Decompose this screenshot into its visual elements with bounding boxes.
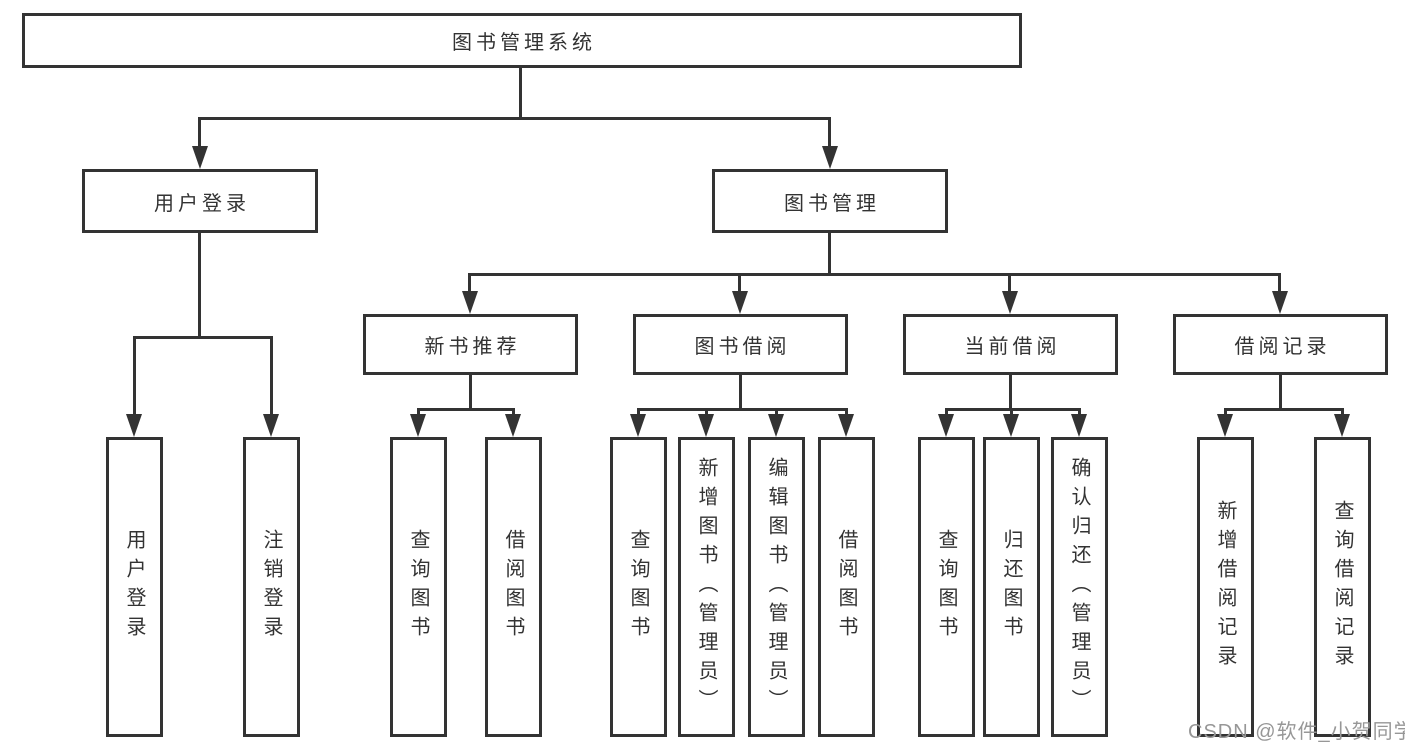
arrow-down-icon <box>1272 291 1288 314</box>
connector-line <box>198 233 201 336</box>
arrow-down-icon <box>126 414 142 437</box>
watermark: CSDN @软件_小贺同学 <box>1188 721 1405 743</box>
node-user-login: 用户登录 <box>82 169 318 233</box>
arrow-down-icon <box>1003 414 1019 437</box>
connector-line <box>775 408 778 414</box>
leaf-recommend-borrow-book: 借阅图书 <box>485 437 542 737</box>
connector-line <box>270 336 273 414</box>
leaf-return-book: 归还图书 <box>983 437 1040 737</box>
connector-line <box>133 336 273 339</box>
leaf-recommend-query-book: 查询图书 <box>390 437 447 737</box>
arrow-down-icon <box>1071 414 1087 437</box>
leaf-add-book-admin: 新增图书（管理员） <box>678 437 735 737</box>
leaf-edit-book-admin: 编辑图书（管理员） <box>748 437 805 737</box>
connector-line <box>198 117 201 147</box>
arrow-down-icon <box>410 414 426 437</box>
connector-line <box>1010 408 1013 414</box>
arrow-down-icon <box>1334 414 1350 437</box>
leaf-borrow-book: 借阅图书 <box>818 437 875 737</box>
leaf-borrow-query-book: 查询图书 <box>610 437 667 737</box>
connector-line <box>705 408 708 414</box>
connector-line <box>468 273 1281 276</box>
connector-line <box>845 408 848 414</box>
arrow-down-icon <box>822 146 838 169</box>
leaf-query-borrow-record: 查询借阅记录 <box>1314 437 1371 737</box>
connector-line <box>738 273 741 291</box>
connector-line <box>828 233 831 273</box>
connector-line <box>1008 273 1011 291</box>
node-current-borrow: 当前借阅 <box>903 314 1118 375</box>
connector-line <box>637 408 847 411</box>
connector-line <box>1224 408 1344 411</box>
arrow-down-icon <box>768 414 784 437</box>
connector-line <box>739 375 742 408</box>
connector-line <box>1224 408 1227 414</box>
leaf-current-query-book: 查询图书 <box>918 437 975 737</box>
arrow-down-icon <box>1217 414 1233 437</box>
node-borrow-records: 借阅记录 <box>1173 314 1388 375</box>
connector-line <box>1009 375 1012 408</box>
leaf-logout: 注销登录 <box>243 437 300 737</box>
node-new-book-recommend: 新书推荐 <box>363 314 578 375</box>
arrow-down-icon <box>192 146 208 169</box>
arrow-down-icon <box>630 414 646 437</box>
arrow-down-icon <box>938 414 954 437</box>
connector-line <box>1341 408 1344 414</box>
leaf-confirm-return-admin: 确认归还（管理员） <box>1051 437 1108 737</box>
leaf-add-borrow-record: 新增借阅记录 <box>1197 437 1254 737</box>
connector-line <box>417 408 420 414</box>
connector-line <box>512 408 515 414</box>
connector-line <box>945 408 948 414</box>
connector-line <box>198 117 831 120</box>
arrow-down-icon <box>732 291 748 314</box>
connector-line <box>519 68 522 117</box>
connector-line <box>417 408 515 411</box>
node-library-management-system: 图书管理系统 <box>22 13 1022 68</box>
connector-line <box>469 375 472 408</box>
connector-line <box>1078 408 1081 414</box>
arrow-down-icon <box>505 414 521 437</box>
connector-line <box>945 408 1081 411</box>
connector-line <box>1278 273 1281 291</box>
connector-line <box>828 117 831 147</box>
arrow-down-icon <box>838 414 854 437</box>
arrow-down-icon <box>1002 291 1018 314</box>
leaf-user-login: 用户登录 <box>106 437 163 737</box>
connector-line <box>1279 375 1282 408</box>
arrow-down-icon <box>462 291 478 314</box>
arrow-down-icon <box>698 414 714 437</box>
connector-line <box>637 408 640 414</box>
connector-line <box>468 273 471 291</box>
node-book-management: 图书管理 <box>712 169 948 233</box>
arrow-down-icon <box>263 414 279 437</box>
connector-line <box>133 336 136 414</box>
node-book-borrow: 图书借阅 <box>633 314 848 375</box>
